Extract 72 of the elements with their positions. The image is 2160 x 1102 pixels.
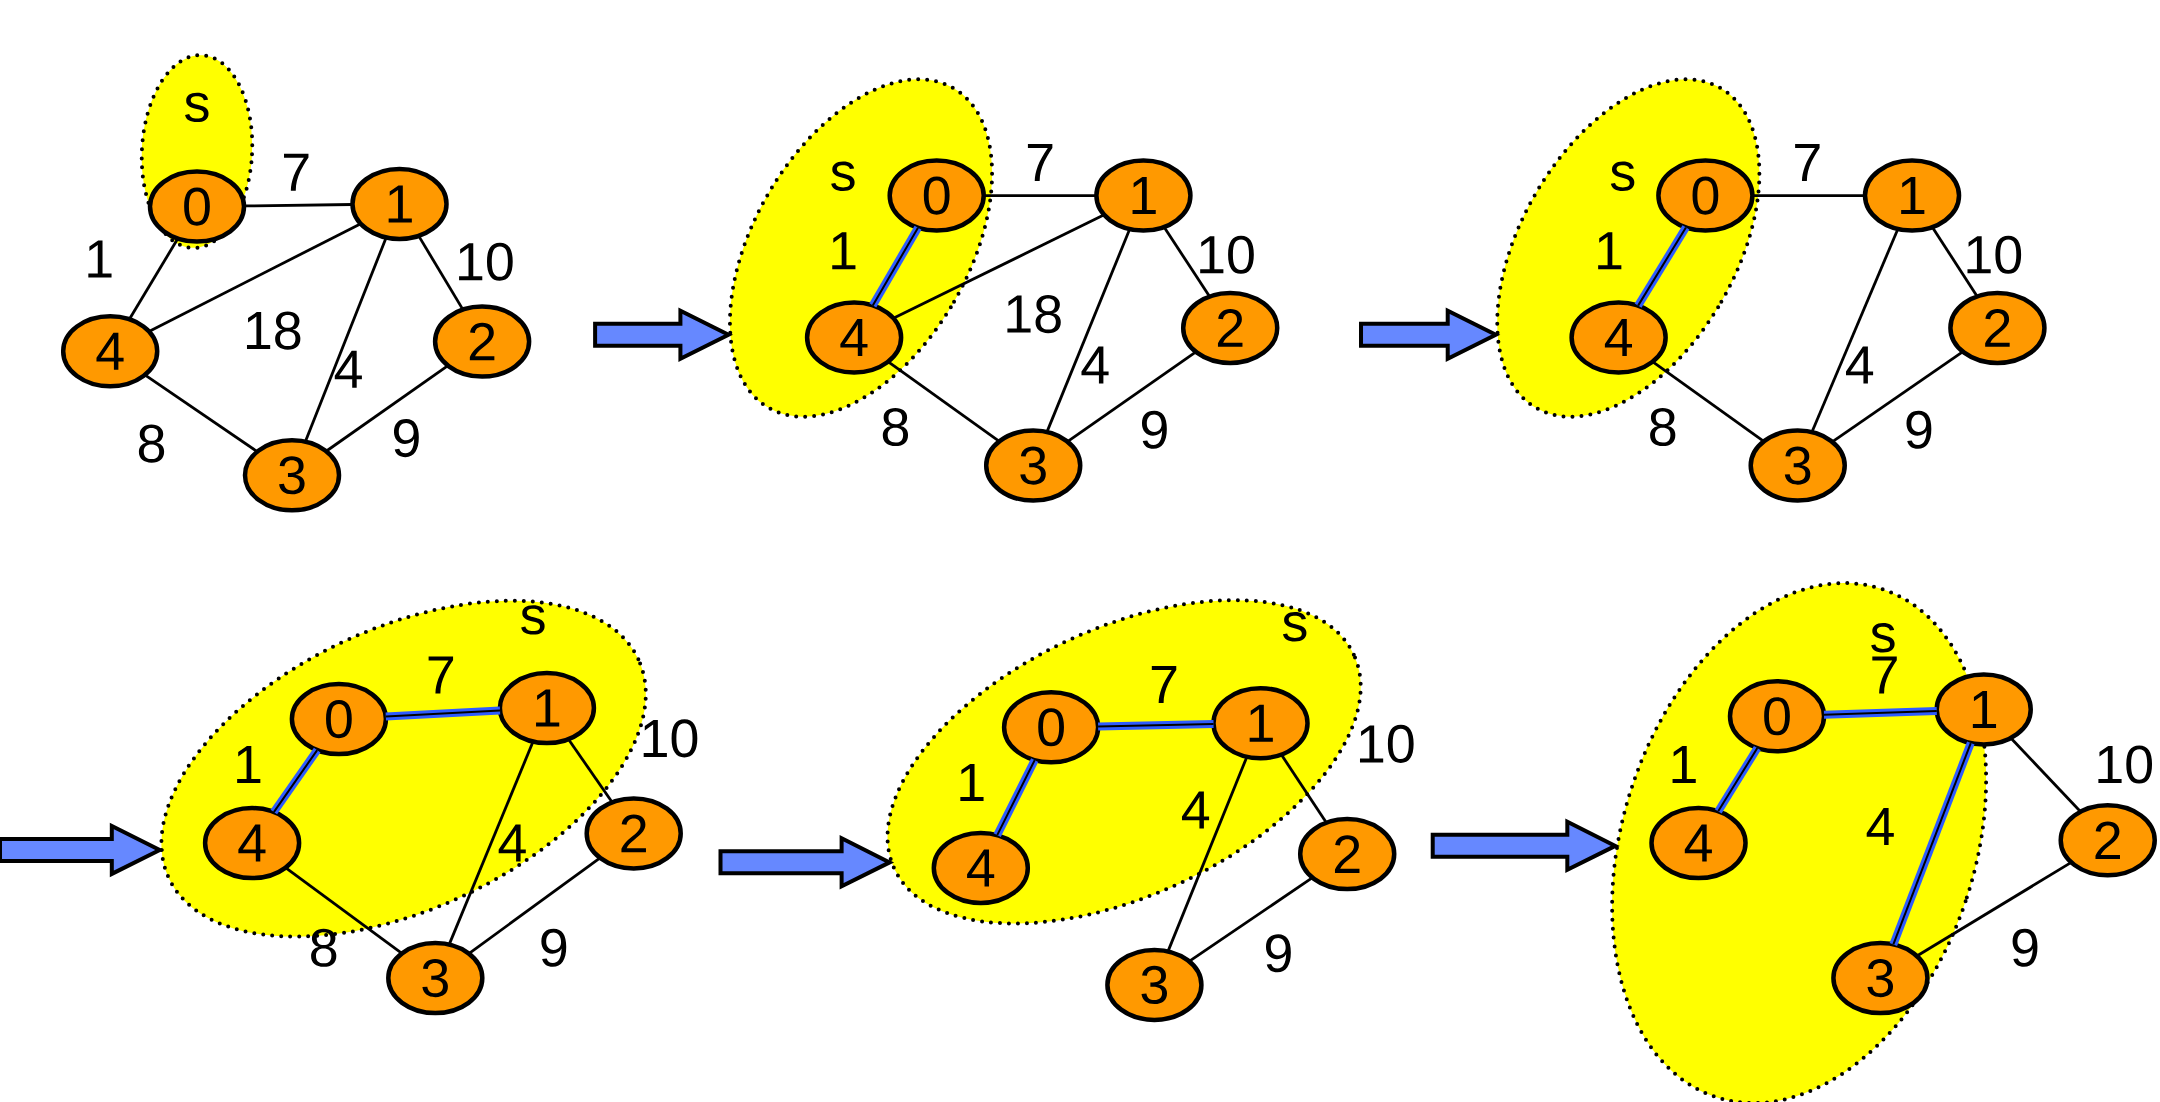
- edge-line: [1651, 360, 1765, 443]
- edge-label: 7: [428, 656, 454, 694]
- tree-edge: [270, 747, 321, 815]
- tree-edge: [869, 225, 922, 308]
- edge-line: [1188, 876, 1314, 963]
- edge-line: [1166, 756, 1249, 952]
- edge-label: 1: [1598, 232, 1622, 270]
- edge-line: [447, 741, 535, 946]
- edge-label: 4: [334, 350, 362, 388]
- edge-label: 18: [1007, 295, 1061, 334]
- edge-line: [325, 364, 449, 453]
- edge-line: [417, 235, 465, 311]
- edge-label: 9: [2012, 928, 2038, 967]
- tree-edge: [1889, 741, 1975, 946]
- edge-label: 1: [88, 240, 112, 278]
- edge-line: [1752, 194, 1865, 197]
- edge-label: 10: [1967, 235, 2022, 274]
- edge-label: 7: [1795, 144, 1820, 182]
- edge-line: [1831, 350, 1964, 443]
- tree-edge: [1634, 225, 1690, 308]
- edge-label: 9: [1906, 410, 1932, 449]
- step-arrow: [593, 307, 733, 362]
- edge-line: [1810, 228, 1900, 433]
- edge-label: 4: [1081, 346, 1109, 384]
- edge-label: 1: [960, 763, 984, 801]
- edge-line: [887, 360, 1001, 443]
- edge-line: [128, 237, 180, 321]
- edge-line: [304, 236, 388, 443]
- edge-label: 9: [393, 419, 419, 458]
- edge-label: 4: [1846, 346, 1874, 384]
- edge-label: 9: [1141, 410, 1167, 449]
- step-arrow: [0, 822, 165, 878]
- edge-line: [1931, 226, 1979, 298]
- edge-label: 7: [1027, 144, 1053, 182]
- edge-line: [983, 194, 1097, 197]
- step-arrow: [1359, 307, 1501, 362]
- edge-line: [148, 222, 362, 333]
- edge-label: 7: [284, 153, 309, 191]
- edge-label: 9: [1265, 934, 1291, 973]
- tree-edge: [1822, 706, 1938, 719]
- tree-edge: [1097, 720, 1215, 731]
- edge-label: 1: [832, 232, 856, 270]
- edge-label: 4: [1866, 808, 1894, 845]
- step-arrow: [718, 835, 895, 890]
- edge-label: 4: [1182, 791, 1210, 829]
- edge-label: 10: [2098, 745, 2153, 784]
- edge-line: [567, 738, 614, 804]
- edge-label: 1: [1672, 746, 1696, 783]
- edge-line: [892, 213, 1105, 320]
- edge-line: [1280, 753, 1328, 824]
- edge-line: [1162, 226, 1211, 298]
- edge-line: [243, 203, 353, 208]
- edge-label: 7: [1872, 656, 1897, 694]
- edge-line: [468, 856, 601, 955]
- edge-label: 4: [498, 824, 526, 862]
- edge-label: 10: [1360, 724, 1414, 763]
- edge-label: 18: [247, 311, 301, 350]
- tree-edge: [993, 758, 1039, 837]
- edge-label: 1: [237, 746, 261, 783]
- step-arrow: [1430, 818, 1620, 874]
- tree-edge: [1714, 745, 1761, 814]
- edge-line: [2009, 737, 2082, 813]
- edge-line: [1066, 350, 1197, 443]
- edge-label: 10: [459, 242, 513, 281]
- edge-label: 8: [138, 424, 165, 463]
- edge-line: [284, 866, 403, 955]
- edge-line: [1045, 228, 1132, 433]
- edge-line: [144, 373, 259, 453]
- edge-label: 10: [1200, 235, 1254, 274]
- edge-line: [1916, 861, 2072, 958]
- tree-edge: [384, 706, 501, 721]
- edge-label: 7: [1151, 666, 1177, 704]
